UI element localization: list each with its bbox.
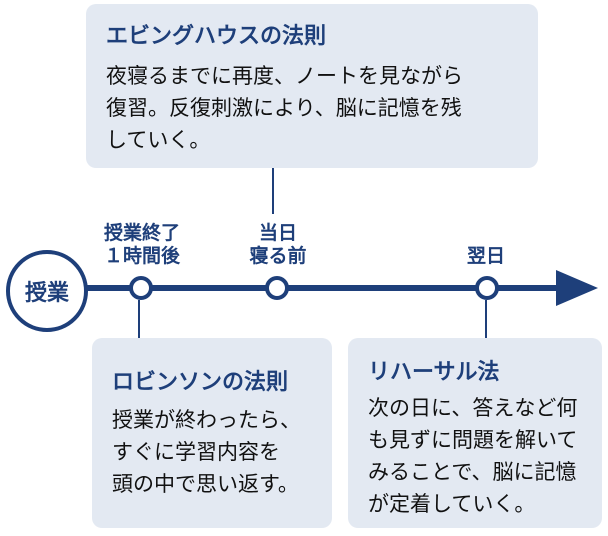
timeline-arrowhead [556,270,598,306]
timeline-node-after-class [129,276,153,300]
rehearsal-card-body: 次の日に、答えなど何 も見ずに問題を解いて みることで、脳に記憶 が定着していく… [368,392,577,520]
rehearsal-card-line: 次の日に、答えなど何 [368,396,578,420]
rehearsal-card-line: が定着していく。 [368,492,536,516]
timeline-label-after-class: 授業終了 １時間後 [103,222,180,267]
ebbinghaus-connector [272,168,274,214]
timeline-node-before-sleep [265,276,289,300]
timeline-axis [60,285,560,291]
ebbinghaus-card-body: 夜寝るまでに再度、ノートを見ながら 復習。反復刺激により、脳に記憶を残 していく… [106,60,463,156]
timeline-label-before-sleep: 当日 寝る前 [249,222,307,267]
robinson-connector [138,300,140,338]
robinson-card-line: 授業が終わったら、 [112,408,301,432]
ebbinghaus-card: エビングハウスの法則 夜寝るまでに再度、ノートを見ながら 復習。反復刺激により、… [86,4,538,168]
robinson-card-line: 頭の中で思い返す。 [112,472,299,496]
rehearsal-card-title: リハーサル法 [368,360,500,385]
rehearsal-connector [485,300,487,338]
timeline-label-next-day: 翌日 [466,245,505,267]
rehearsal-card-line: も見ずに問題を解いて [368,428,578,452]
rehearsal-card: リハーサル法 次の日に、答えなど何 も見ずに問題を解いて みることで、脳に記憶 … [348,338,602,528]
ebbinghaus-card-line: 夜寝るまでに再度、ノートを見ながら [106,64,463,88]
ebbinghaus-card-title: エビングハウスの法則 [106,24,327,49]
rehearsal-card-line: みることで、脳に記憶 [368,460,577,484]
ebbinghaus-card-line: 復習。反復刺激により、脳に記憶を残 [106,96,462,120]
timeline-node-next-day [475,276,499,300]
robinson-card: ロビンソンの法則 授業が終わったら、 すぐに学習内容を 頭の中で思い返す。 [92,338,332,528]
robinson-card-body: 授業が終わったら、 すぐに学習内容を 頭の中で思い返す。 [112,404,301,500]
start-node-class: 授業 [6,250,88,332]
robinson-card-line: すぐに学習内容を [112,440,280,464]
ebbinghaus-card-line: していく。 [106,128,211,152]
robinson-card-title: ロビンソンの法則 [112,370,289,395]
